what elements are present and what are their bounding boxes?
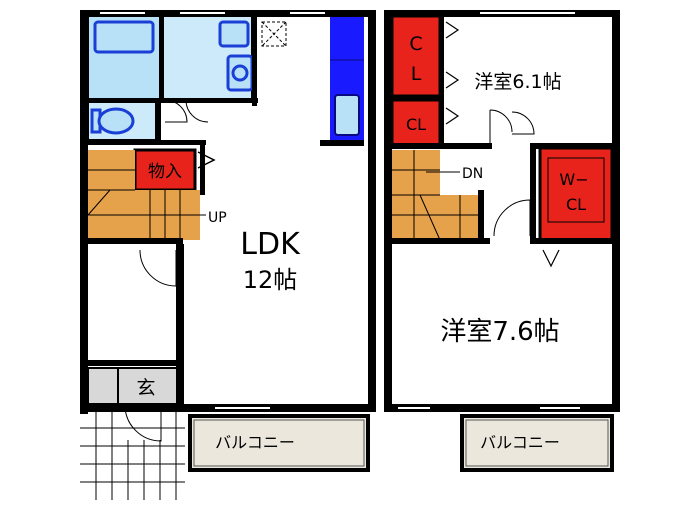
toilet-icon (90, 107, 135, 135)
first-floor: 物入 UP 玄 (80, 10, 376, 500)
closet-1-label-l: L (411, 63, 422, 85)
balcony-left-label: バルコニー (215, 433, 295, 452)
porch-tiles (80, 412, 185, 500)
ldk-label: LDK (240, 227, 301, 262)
stairs-down-label: DN (462, 166, 483, 182)
stairs-up-label: UP (208, 210, 227, 226)
second-floor: C L CL W− CL DN (384, 10, 620, 472)
stairs-up (87, 150, 206, 240)
stairs-down (392, 150, 480, 241)
sink-icon (334, 94, 360, 136)
balcony-left (188, 414, 370, 472)
closet-2-label: CL (406, 115, 426, 134)
entrance-label: 玄 (136, 377, 155, 399)
washbasin-icon (218, 20, 250, 48)
wic-label-1: W− (559, 170, 588, 189)
wic-label-2: CL (566, 195, 586, 214)
western-room-1-label: 洋室6.1帖 (474, 71, 561, 93)
balcony-right-label: バルコニー (480, 433, 560, 452)
entrance-floor (87, 367, 179, 405)
storage-label: 物入 (148, 162, 182, 182)
bathtub-icon (93, 20, 155, 54)
balcony-right (460, 414, 614, 472)
ldk-size: 12帖 (243, 266, 298, 294)
western-room-2-label: 洋室7.6帖 (440, 317, 559, 347)
closet-1-label-c: C (409, 33, 422, 55)
